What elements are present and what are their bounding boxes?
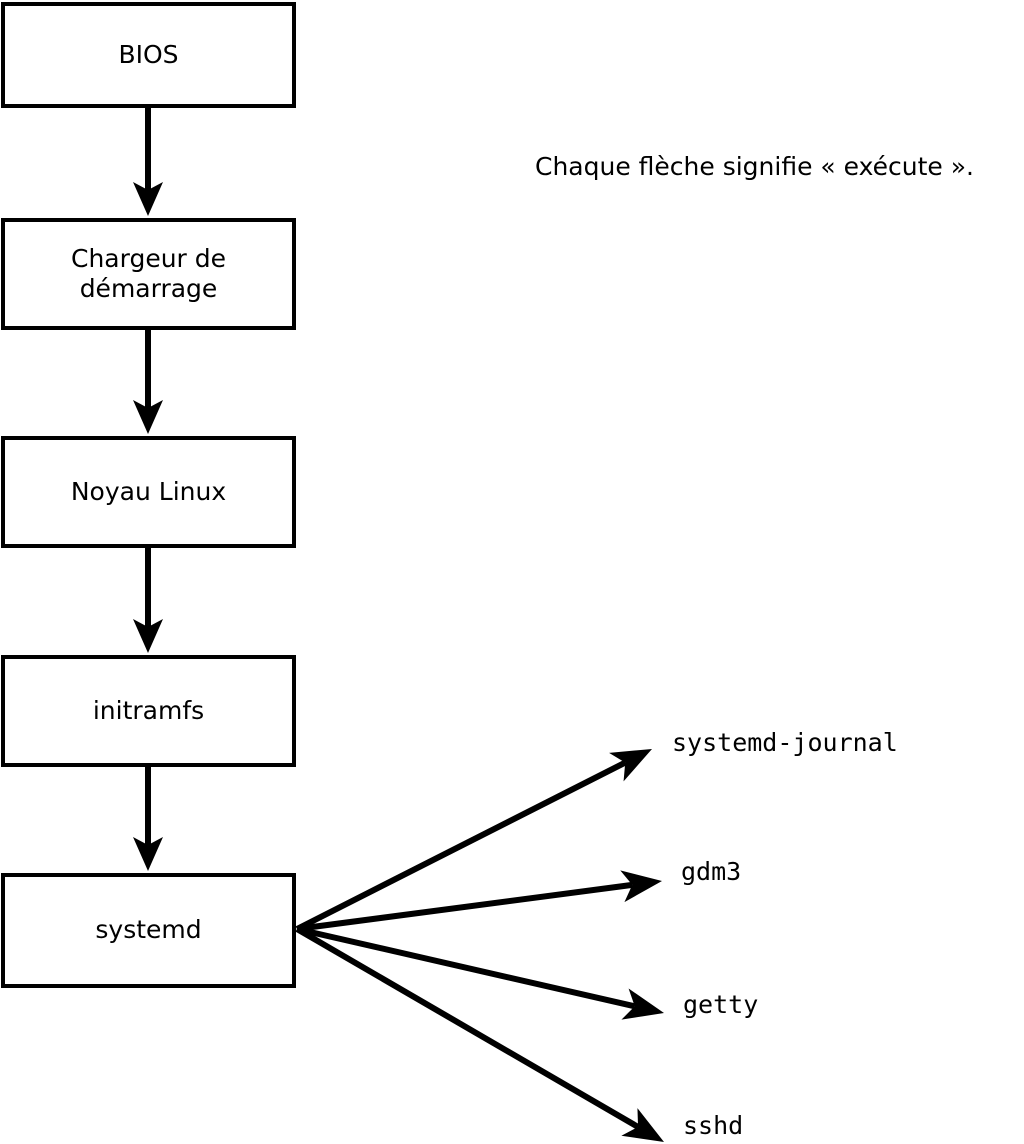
node-label-systemd: systemd xyxy=(95,915,202,945)
arrow-head-bios-to-bootloader xyxy=(133,182,163,216)
vertical-arrow-group xyxy=(133,108,163,871)
fan-arrow-group xyxy=(295,749,664,1142)
arrow-shaft-systemd-to-sshd xyxy=(295,926,640,1130)
service-label-sshd: sshd xyxy=(683,1111,744,1140)
diagram-caption: Chaque flèche signifie « exécute ». xyxy=(535,152,974,181)
node-label-kernel: Noyau Linux xyxy=(70,476,227,506)
arrow-head-bootloader-to-kernel xyxy=(133,400,163,434)
service-label-gdm3: gdm3 xyxy=(681,857,742,886)
arrow-shaft-systemd-to-getty xyxy=(296,926,636,1010)
node-label-bootloader: Chargeur de démarrage xyxy=(70,243,227,304)
arrow-shaft-systemd-to-systemd-journal xyxy=(295,759,627,932)
node-label-initramfs: initramfs xyxy=(92,695,205,725)
node-box-initramfs[interactable]: initramfs xyxy=(1,655,296,767)
node-box-kernel[interactable]: Noyau Linux xyxy=(1,436,296,548)
service-label-getty: getty xyxy=(683,990,759,1019)
service-label-systemd-journal: systemd-journal xyxy=(672,728,898,757)
arrow-head-initramfs-to-systemd xyxy=(133,837,163,871)
node-box-bootloader[interactable]: Chargeur de démarrage xyxy=(1,218,296,330)
arrow-head-systemd-to-gdm3 xyxy=(620,870,662,903)
arrow-head-systemd-to-getty xyxy=(621,988,664,1020)
node-box-systemd[interactable]: systemd xyxy=(1,873,296,988)
arrow-head-systemd-to-sshd xyxy=(621,1108,664,1142)
arrow-shaft-systemd-to-gdm3 xyxy=(296,881,633,932)
arrow-head-kernel-to-initramfs xyxy=(133,619,163,653)
node-box-bios[interactable]: BIOS xyxy=(1,2,296,108)
node-label-bios: BIOS xyxy=(118,39,179,69)
arrow-head-systemd-to-systemd-journal xyxy=(609,749,652,782)
